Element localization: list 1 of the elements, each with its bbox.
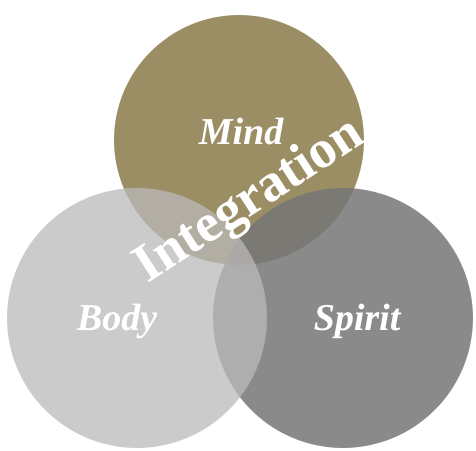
circle-label: Spirit (314, 299, 400, 337)
